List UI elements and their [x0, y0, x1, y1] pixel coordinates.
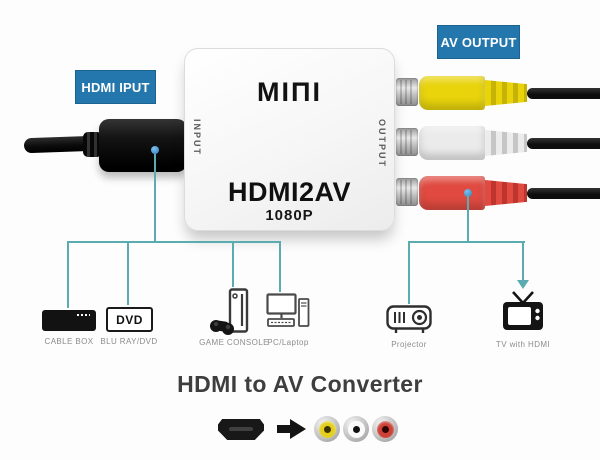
device-label: CABLE BOX [44, 337, 94, 346]
rca-jack-white [396, 128, 418, 156]
projector-icon [386, 305, 432, 333]
connector-line [67, 241, 69, 308]
brand-logo: MIΠI [257, 77, 322, 107]
hdmi-plug [99, 119, 187, 172]
cable-box-icon [42, 310, 96, 331]
connector-line [408, 241, 410, 304]
hdmi-plug-icon [218, 419, 264, 440]
rca-plug-yellow-icon [419, 76, 600, 110]
cable-box-leds [77, 314, 90, 316]
rca-jack-yellow [396, 78, 418, 106]
input-side-label: INPUT [192, 119, 202, 156]
rca-face-hole [323, 425, 331, 433]
connector-line [279, 241, 281, 292]
connector-line [522, 241, 524, 280]
hdmi-strain-relief [83, 132, 102, 157]
device-label: Projector [391, 340, 427, 349]
rca-cable [527, 87, 600, 99]
connector-line [408, 241, 525, 243]
converter-box: MIΠI INPUT OUTPUT HDMI2AV 1080P [184, 48, 395, 231]
hdmi-plug-slot [229, 427, 253, 431]
footer-title: HDMI to AV Converter [177, 371, 423, 397]
tv-icon [503, 291, 543, 330]
rca-cable [527, 137, 600, 149]
connector-line [154, 154, 156, 242]
output-side-label: OUTPUT [377, 119, 387, 168]
connector-line [467, 195, 469, 243]
av-output-label: AV OUTPUT [437, 25, 520, 59]
dvd-player-icon: DVD [106, 307, 153, 332]
rca-face-hole [352, 425, 360, 433]
rca-plug-body [419, 126, 485, 160]
callout-dot-icon [151, 146, 159, 154]
arrow-shaft [277, 425, 290, 433]
pc-laptop-icon [266, 293, 310, 327]
connector-line [232, 241, 234, 287]
model-text: HDMI2AV [227, 177, 351, 207]
rca-plug-white-icon [419, 126, 600, 160]
rca-face-yellow-icon [314, 416, 340, 442]
rca-face-white-icon [343, 416, 369, 442]
callout-dot-icon [464, 189, 472, 197]
resolution-text: 1080P [265, 207, 314, 224]
game-console-icon [210, 288, 249, 335]
device-label: PC/Laptop [267, 338, 309, 347]
connector-line [67, 241, 281, 243]
connector-line [127, 241, 129, 305]
rca-face-red-icon [372, 416, 398, 442]
device-label: GAME CONSOLE [199, 338, 269, 347]
arrow-right-icon [277, 419, 306, 439]
arrow-down-icon [517, 280, 529, 289]
dvd-badge: DVD [116, 312, 143, 327]
device-label: TV with HDMI [495, 340, 551, 349]
rca-plug-body [419, 76, 485, 110]
rca-face-hole [381, 425, 389, 433]
rca-plug-grip [485, 180, 527, 206]
arrow-head [290, 419, 306, 439]
rca-plug-red-icon [419, 176, 600, 210]
rca-jack-red [396, 178, 418, 206]
rca-face-band [376, 420, 394, 438]
rca-plug-grip [485, 80, 527, 106]
hdmi-input-label: HDMI IPUT [75, 70, 156, 104]
rca-face-band [318, 420, 336, 438]
rca-plug-grip [485, 130, 527, 156]
device-label: BLU RAY/DVD [100, 337, 158, 346]
rca-plug-body [419, 176, 485, 210]
rca-cable [527, 187, 600, 199]
rca-face-band [347, 420, 365, 438]
